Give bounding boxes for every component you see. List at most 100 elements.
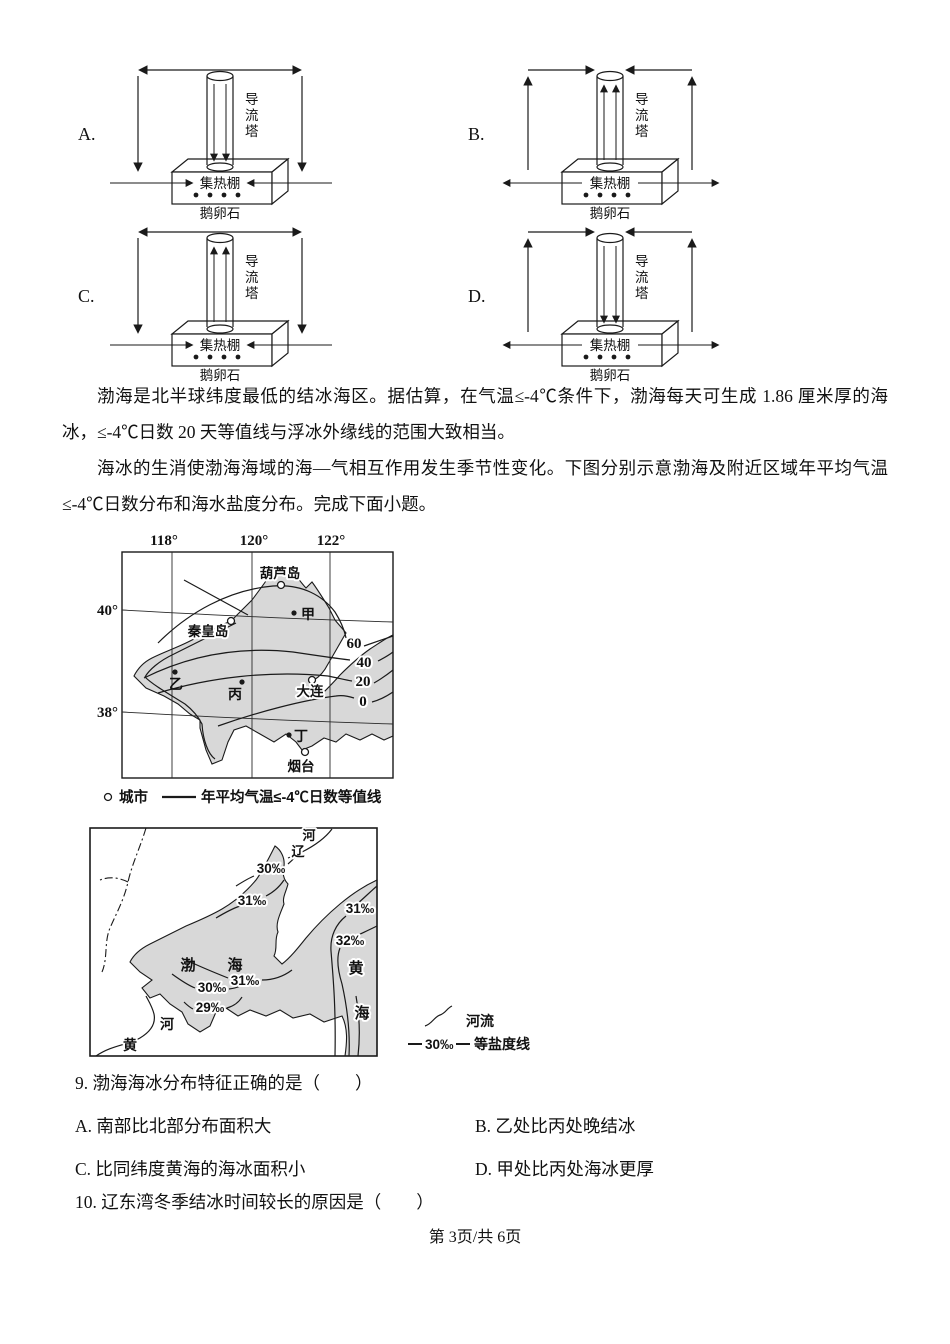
temperature-days-map: 118° 120° 122° 40° 38° 葫芦岛 秦皇岛 大连 烟台 甲 乙…	[97, 533, 394, 806]
legend-isohaline-value: 30‰	[425, 1037, 454, 1052]
question-9-option-b: B. 乙处比丙处晚结冰	[475, 1116, 636, 1136]
salinity-label-32: 32‰	[336, 933, 365, 948]
huanghe-label-char: 黄	[123, 1037, 137, 1053]
isoline-value-0: 0	[359, 694, 367, 710]
cobble-dot	[611, 354, 617, 360]
cobble-dot	[221, 354, 227, 360]
tower-base	[596, 162, 624, 172]
lon-label: 122°	[317, 533, 346, 549]
isoline-value-60: 60	[347, 636, 362, 652]
tower-label-char: 导	[245, 254, 259, 269]
boundary-lines	[99, 827, 147, 973]
cobble-dot	[611, 192, 617, 198]
shed-label: 集热棚	[200, 176, 241, 191]
salinity-label-31-right: 31‰	[346, 901, 375, 916]
tower-label-char: 流	[635, 270, 649, 285]
legend-city-icon	[103, 792, 113, 802]
question-9-stem: 9. 渤海海冰分布特征正确的是（ ）	[75, 1073, 373, 1093]
stones-label: 鹅卵石	[590, 205, 631, 221]
site-label-ding: 丁	[294, 728, 308, 744]
huanghe-label-char: 河	[160, 1016, 174, 1032]
lat-label: 38°	[97, 705, 118, 721]
legend-isohaline-label: 等盐度线	[474, 1036, 530, 1052]
tower-label-char: 导	[635, 92, 649, 107]
salinity-label-31-mid: 31‰	[231, 973, 260, 988]
cobble-dot	[207, 354, 213, 360]
question-9-option-a: A. 南部比北部分布面积大	[75, 1116, 272, 1136]
intro-paragraph-1: 渤海是北半球纬度最低的结冰海区。据估算，在气温≤-4℃条件下，渤海每天可生成 1…	[62, 386, 888, 442]
bohai-sea-area	[133, 566, 394, 765]
shed-front-face	[561, 333, 663, 367]
cobble-dot	[235, 354, 241, 360]
tower-top	[206, 232, 234, 244]
rivers	[95, 828, 333, 1057]
legend-river-icon	[424, 1005, 453, 1027]
option-letter-c: C.	[78, 286, 95, 306]
city-marker-qinhuangdao	[226, 616, 236, 626]
bohai-label-char: 海	[227, 956, 242, 974]
tower-label-char: 流	[245, 108, 259, 123]
site-dots	[172, 610, 297, 738]
site-label-jia: 甲	[301, 606, 315, 622]
tower-label-char: 流	[635, 108, 649, 123]
legend-isoline-label: 年平均气温≤-4℃日数等值线	[201, 788, 382, 806]
tower-label-char: 导	[245, 92, 259, 107]
salinity-label-29: 29‰	[196, 1000, 225, 1015]
isoline-value-20: 20	[356, 674, 371, 690]
tower-label-char: 塔	[245, 286, 259, 301]
airflow-diagram-c: C.	[78, 222, 336, 384]
tower-base	[206, 324, 234, 334]
isoline-value-40: 40	[357, 655, 372, 671]
shed-front-face	[561, 171, 663, 205]
tower-top	[596, 232, 624, 244]
huanghai-label-char: 海	[354, 1004, 369, 1022]
site-label-yi: 乙	[169, 676, 183, 692]
isohaline-lines	[171, 847, 378, 1057]
option-letter-d: D.	[468, 286, 486, 306]
stones-label: 鹅卵石	[590, 367, 631, 383]
shed-right-face	[271, 319, 289, 368]
tower-label-char: 流	[245, 270, 259, 285]
tower-label-char: 塔	[245, 124, 259, 139]
freezing-days-isolines	[143, 585, 394, 727]
lon-label: 118°	[150, 533, 178, 549]
cobble-dot	[583, 354, 589, 360]
airflow-diagram-d: D.	[468, 222, 726, 384]
city-label-yantai: 烟台	[288, 758, 315, 774]
liaohe-label-char: 辽	[291, 844, 305, 859]
intro-paragraph-2: 海冰的生消使渤海海域的海—气相互作用发生季节性变化。下图分别示意渤海及附近区域年…	[62, 458, 888, 514]
lat-label: 40°	[97, 603, 118, 619]
site-dot-jia	[291, 610, 297, 616]
site-dot-yi	[172, 669, 178, 675]
legend-river-label: 河流	[466, 1013, 494, 1029]
tower-top	[206, 70, 234, 82]
cobble-dot	[193, 354, 199, 360]
coastal-isoline	[144, 622, 237, 760]
liao-river	[287, 828, 333, 859]
cobble-dot	[193, 192, 199, 198]
site-dot-ding	[286, 732, 292, 738]
tower-top	[596, 70, 624, 82]
cobble-dot	[625, 192, 631, 198]
city-marker-huludao	[276, 580, 286, 590]
tower-base	[596, 324, 624, 334]
stones-label: 鹅卵石	[200, 367, 241, 383]
site-label-bing: 丙	[228, 686, 242, 702]
airflow-diagram-b: B.	[468, 60, 726, 222]
bohai-label-char: 渤	[180, 956, 195, 974]
shed-right-face	[271, 157, 289, 206]
liaohe-label-char: 河	[302, 828, 315, 843]
airflow-diagram-a: A.	[78, 60, 336, 222]
question-10-stem: 10. 辽东湾冬季结冰时间较长的原因是（ ）	[75, 1192, 434, 1212]
question-9-option-d: D. 甲处比丙处海冰更厚	[475, 1159, 654, 1179]
stones-label: 鹅卵石	[200, 205, 241, 221]
salinity-map: 30‰ 31‰ 31‰ 32‰ 31‰ 30‰ 29‰ 渤 海 黄 海 辽 河 …	[89, 826, 530, 1057]
page-number: 第 3页/共 6页	[428, 1229, 522, 1246]
cobble-dot	[625, 354, 631, 360]
city-marker-yantai	[300, 747, 310, 757]
cobble-dot	[207, 192, 213, 198]
cobble-dot	[221, 192, 227, 198]
map-border	[89, 827, 378, 1057]
cobble-dot	[235, 192, 241, 198]
